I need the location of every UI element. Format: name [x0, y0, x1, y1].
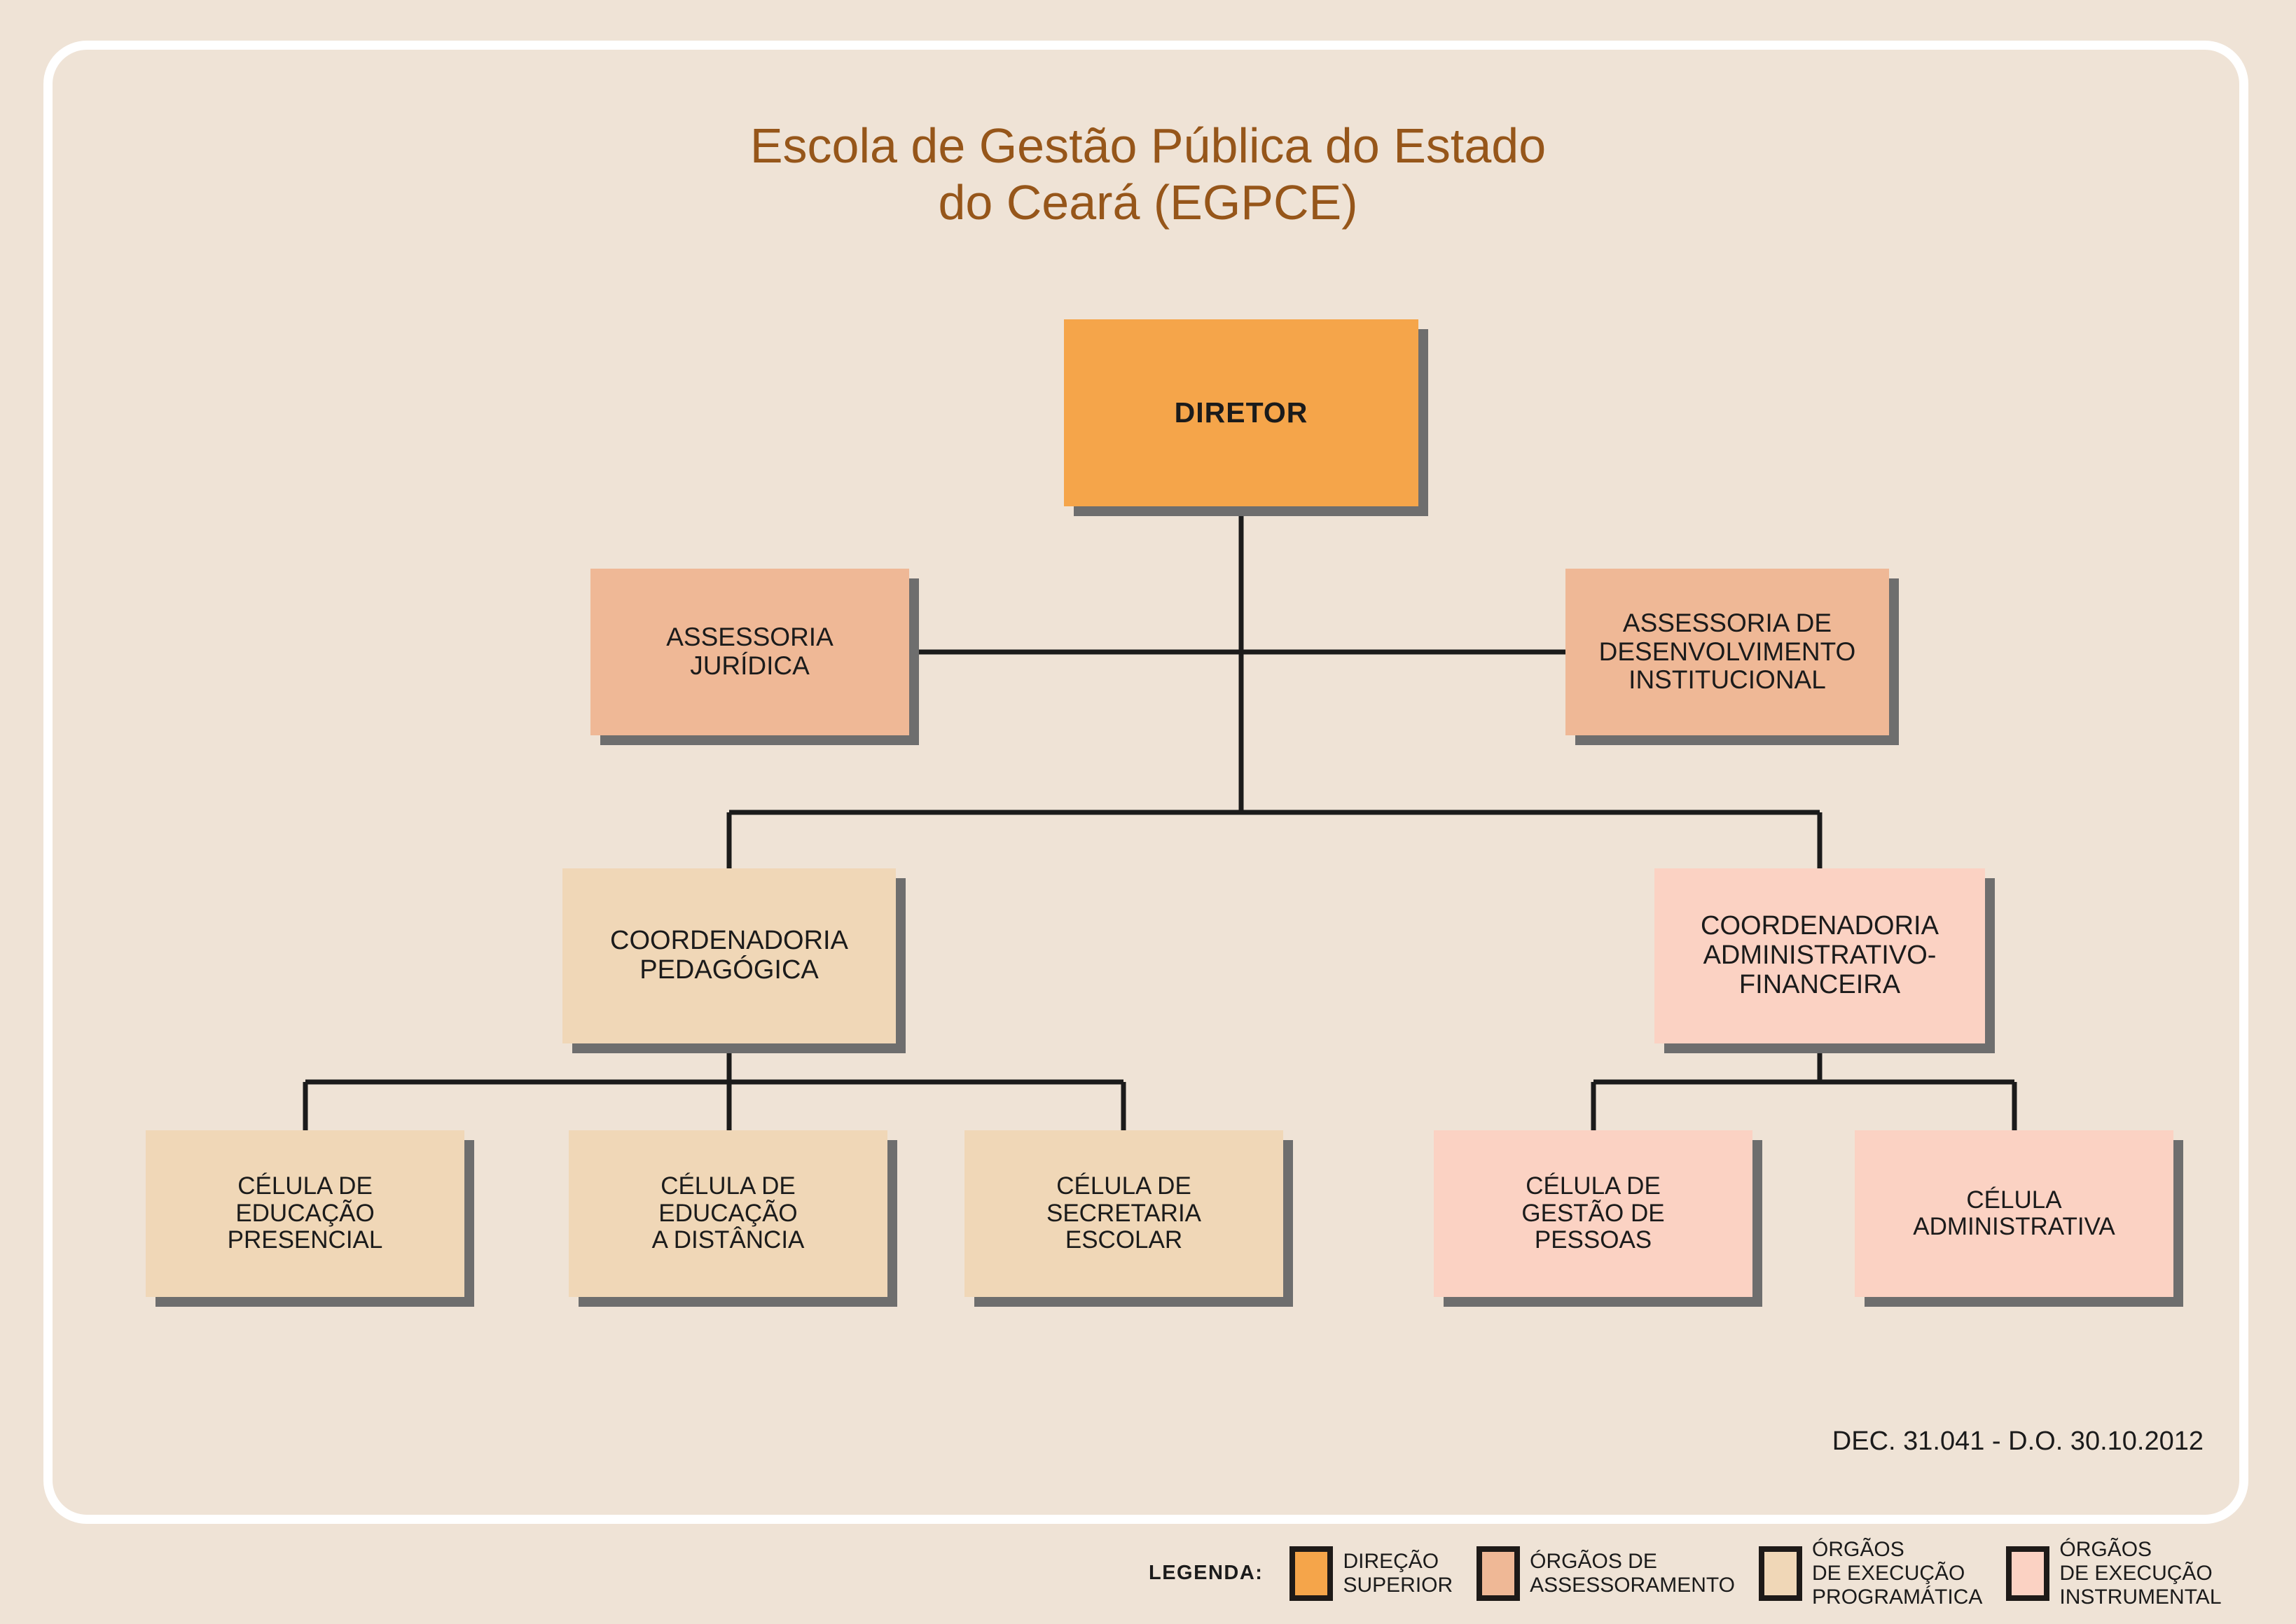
node-assessoria-juridica-line-2: JURÍDICA	[690, 651, 810, 680]
node-coordenadoria-pedagogica[interactable]: COORDENADORIA PEDAGÓGICA	[562, 868, 896, 1043]
legend-label-direcao-superior-line-1: DIREÇÃO	[1343, 1549, 1439, 1573]
node-celula-educacao-presencial-line-2: EDUCAÇÃO	[235, 1199, 375, 1227]
page-title: Escola de Gestão Pública do Estado do Ce…	[0, 118, 2296, 231]
node-assessoria-juridica-line-1: ASSESSORIA	[666, 623, 834, 652]
legend-label-direcao-superior: DIREÇÃO SUPERIOR	[1343, 1550, 1453, 1597]
node-celula-educacao-a-distancia-line-3: A DISTÂNCIA	[651, 1226, 805, 1254]
node-celula-gestao-de-pessoas[interactable]: CÉLULA DE GESTÃO DE PESSOAS	[1434, 1130, 1752, 1297]
node-assessoria-desenvolvimento-institucional-line-1: ASSESSORIA DE	[1622, 608, 1832, 637]
node-celula-administrativa[interactable]: CÉLULA ADMINISTRATIVA	[1855, 1130, 2173, 1297]
legend: LEGENDA: DIREÇÃO SUPERIOR ÓRGÃOS DE ASSE…	[1149, 1538, 2246, 1609]
node-assessoria-desenvolvimento-institucional-line-3: INSTITUCIONAL	[1628, 665, 1826, 695]
legend-label-execucao-instrumental-line-3: INSTRUMENTAL	[2059, 1585, 2222, 1609]
page-title-line-1: Escola de Gestão Pública do Estado	[749, 118, 1547, 173]
legend-label-orgaos-assessoramento-line-1: ÓRGÃOS DE	[1530, 1549, 1657, 1573]
node-celula-educacao-presencial-line-3: PRESENCIAL	[227, 1226, 383, 1254]
legend-swatch-direcao-superior	[1289, 1546, 1334, 1601]
node-celula-gestao-de-pessoas-line-2: GESTÃO DE	[1521, 1199, 1665, 1227]
node-celula-educacao-presencial[interactable]: CÉLULA DE EDUCAÇÃO PRESENCIAL	[146, 1130, 464, 1297]
node-celula-administrativa-line-1: CÉLULA	[1966, 1186, 2062, 1214]
node-celula-educacao-a-distancia-line-2: EDUCAÇÃO	[658, 1199, 798, 1227]
node-assessoria-juridica[interactable]: ASSESSORIA JURÍDICA	[590, 569, 909, 735]
node-coordenadoria-administrativo-financeira-line-1: COORDENADORIA	[1701, 911, 1939, 941]
node-coordenadoria-administrativo-financeira-line-3: FINANCEIRA	[1738, 969, 1901, 999]
legend-label-execucao-programatica-line-3: PROGRAMÁTICA	[1812, 1585, 1983, 1609]
legend-item-execucao-instrumental: ÓRGÃOS DE EXECUÇÃO INSTRUMENTAL	[2006, 1538, 2222, 1609]
node-coordenadoria-administrativo-financeira[interactable]: COORDENADORIA ADMINISTRATIVO- FINANCEIRA	[1654, 868, 1985, 1043]
legend-label-execucao-programatica-line-1: ÓRGÃOS	[1812, 1538, 1904, 1561]
legend-label-execucao-instrumental: ÓRGÃOS DE EXECUÇÃO INSTRUMENTAL	[2059, 1538, 2221, 1609]
node-celula-secretaria-escolar-line-3: ESCOLAR	[1065, 1226, 1183, 1254]
node-celula-secretaria-escolar[interactable]: CÉLULA DE SECRETARIA ESCOLAR	[964, 1130, 1283, 1297]
legend-swatch-orgaos-assessoramento	[1477, 1546, 1521, 1601]
legend-swatch-execucao-instrumental	[2006, 1546, 2050, 1601]
legend-label-direcao-superior-line-2: SUPERIOR	[1343, 1573, 1453, 1597]
legend-label-orgaos-assessoramento-line-2: ASSESSORAMENTO	[1530, 1573, 1736, 1597]
node-celula-secretaria-escolar-line-2: SECRETARIA	[1046, 1199, 1202, 1227]
node-assessoria-desenvolvimento-institucional-line-2: DESENVOLVIMENTO	[1598, 637, 1856, 666]
legend-label-execucao-programatica: ÓRGÃOS DE EXECUÇÃO PROGRAMÁTICA	[1812, 1538, 1982, 1609]
node-celula-educacao-presencial-line-1: CÉLULA DE	[237, 1172, 373, 1200]
node-celula-educacao-a-distancia-line-1: CÉLULA DE	[661, 1172, 796, 1200]
node-coordenadoria-administrativo-financeira-line-2: ADMINISTRATIVO-	[1703, 941, 1937, 971]
legend-item-orgaos-assessoramento: ÓRGÃOS DE ASSESSORAMENTO	[1477, 1546, 1735, 1601]
node-celula-gestao-de-pessoas-line-3: PESSOAS	[1534, 1226, 1652, 1254]
legend-label-orgaos-assessoramento: ÓRGÃOS DE ASSESSORAMENTO	[1530, 1550, 1735, 1597]
node-coordenadoria-pedagogica-line-2: PEDAGÓGICA	[639, 955, 819, 985]
legend-label-execucao-programatica-line-2: DE EXECUÇÃO	[1812, 1561, 1965, 1585]
node-diretor[interactable]: DIRETOR	[1064, 319, 1418, 506]
decree-reference: DEC. 31.041 - D.O. 30.10.2012	[1832, 1427, 2204, 1456]
legend-item-execucao-programatica: ÓRGÃOS DE EXECUÇÃO PROGRAMÁTICA	[1759, 1538, 1982, 1609]
node-coordenadoria-pedagogica-line-1: COORDENADORIA	[610, 926, 848, 956]
legend-swatch-execucao-programatica	[1759, 1546, 1803, 1601]
node-celula-educacao-a-distancia[interactable]: CÉLULA DE EDUCAÇÃO A DISTÂNCIA	[569, 1130, 887, 1297]
node-diretor-label: DIRETOR	[1174, 396, 1308, 429]
page-title-line-2: do Ceará (EGPCE)	[938, 175, 1358, 230]
node-celula-secretaria-escolar-line-1: CÉLULA DE	[1056, 1172, 1191, 1200]
legend-item-direcao-superior: DIREÇÃO SUPERIOR	[1289, 1546, 1453, 1601]
node-assessoria-desenvolvimento-institucional[interactable]: ASSESSORIA DE DESENVOLVIMENTO INSTITUCIO…	[1565, 569, 1889, 735]
node-celula-administrativa-line-2: ADMINISTRATIVA	[1913, 1213, 2115, 1240]
legend-title: LEGENDA:	[1149, 1562, 1264, 1585]
legend-label-execucao-instrumental-line-2: DE EXECUÇÃO	[2059, 1561, 2213, 1585]
legend-label-execucao-instrumental-line-1: ÓRGÃOS	[2059, 1538, 2152, 1561]
node-celula-gestao-de-pessoas-line-1: CÉLULA DE	[1526, 1172, 1661, 1200]
